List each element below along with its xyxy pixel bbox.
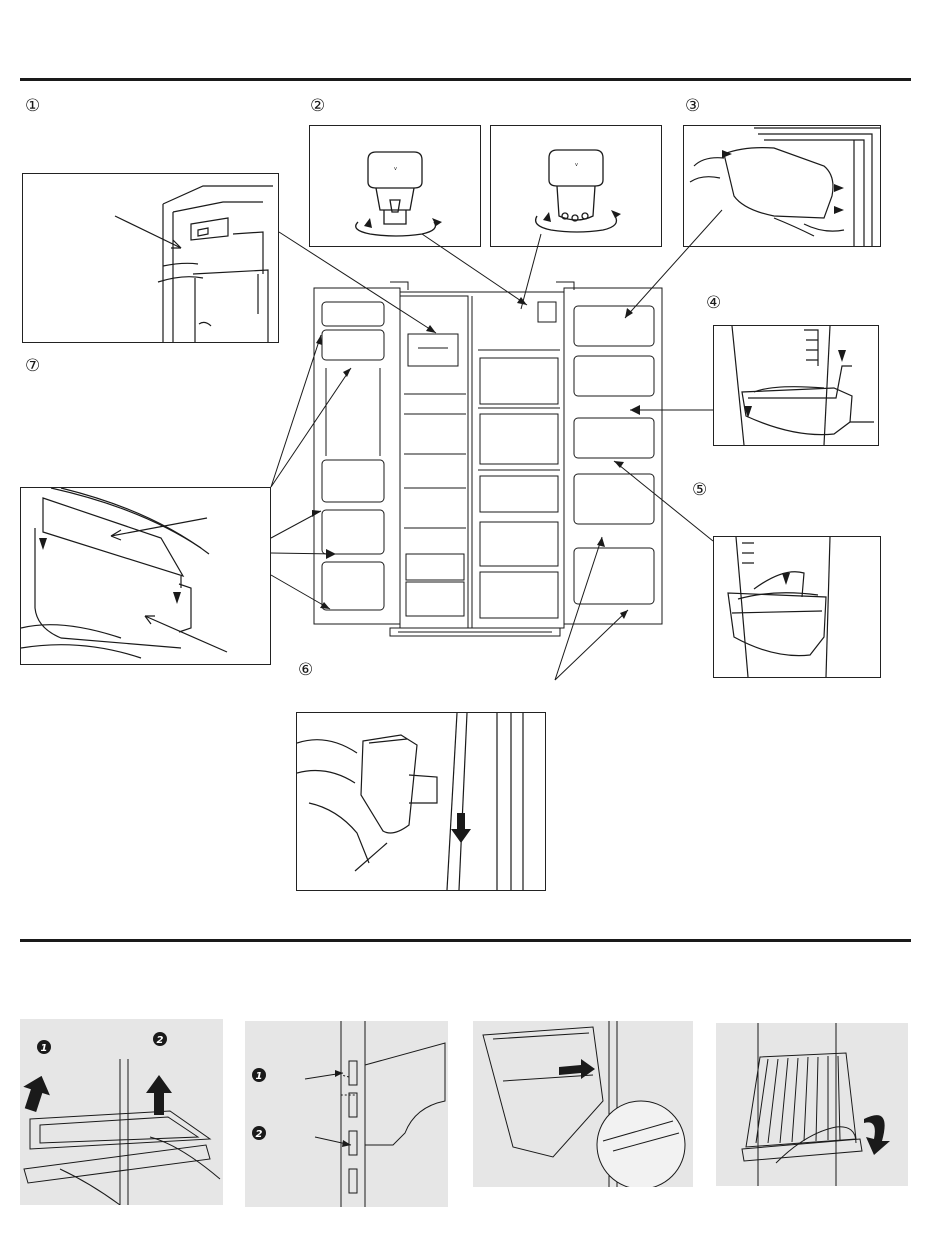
illustration-panel-2b-cap-alternate: v (490, 125, 662, 247)
illustration-panel-4-door-shelf (713, 325, 879, 446)
illustration-panel-5-small-bin (713, 536, 881, 678)
door-bin-lift-drawing (684, 126, 880, 246)
door-bin-panel-c (473, 1021, 693, 1187)
illustration-panel-1-ice-bin (22, 173, 279, 343)
step-number-4: ④ (706, 293, 721, 313)
refrigerator-interior-drawing (308, 278, 670, 644)
ice-bin-removal-drawing (23, 174, 278, 342)
step-badge-1: 1 (256, 1071, 263, 1082)
section-divider (20, 939, 911, 942)
door-shelf-drawing (714, 326, 878, 445)
glass-shelf-lift-drawing: 1 2 (20, 1019, 223, 1205)
shelf-removal-panel-a: 1 2 (20, 1019, 223, 1205)
dispenser-cap-drawing: v (310, 126, 480, 246)
wire-shelf-panel-d (716, 1023, 908, 1186)
svg-text:v: v (394, 166, 397, 172)
svg-text:v: v (575, 162, 578, 168)
freezer-bin-detail-drawing (21, 488, 270, 664)
step-badge-1: 1 (41, 1043, 48, 1054)
small-door-bin-drawing (714, 537, 880, 677)
step-badge-2: 2 (157, 1035, 164, 1046)
step-number-2: ② (310, 96, 325, 116)
illustration-panel-2a-cap-standard: v (309, 125, 481, 247)
step-number-6: ⑥ (298, 660, 313, 680)
dispenser-cap-alt-drawing: v (491, 126, 661, 246)
step-number-5: ⑤ (692, 480, 707, 500)
step-number-3: ③ (685, 96, 700, 116)
step-number-1: ① (25, 96, 40, 116)
top-divider (20, 78, 911, 81)
door-bin-lift-detail-drawing (473, 1021, 693, 1187)
step-number-7: ⑦ (25, 356, 40, 376)
bin-slide-down-drawing (297, 713, 545, 890)
wire-shelf-rotate-drawing (716, 1023, 908, 1186)
shelf-bracket-hook-drawing: 1 2 (245, 1021, 448, 1207)
illustration-panel-6-bin-slide (296, 712, 546, 891)
illustration-panel-3-door-bin (683, 125, 881, 247)
step-badge-2: 2 (256, 1129, 263, 1140)
illustration-panel-7-freezer-door-bin (20, 487, 271, 665)
shelf-bracket-panel-b: 1 2 (245, 1021, 448, 1207)
